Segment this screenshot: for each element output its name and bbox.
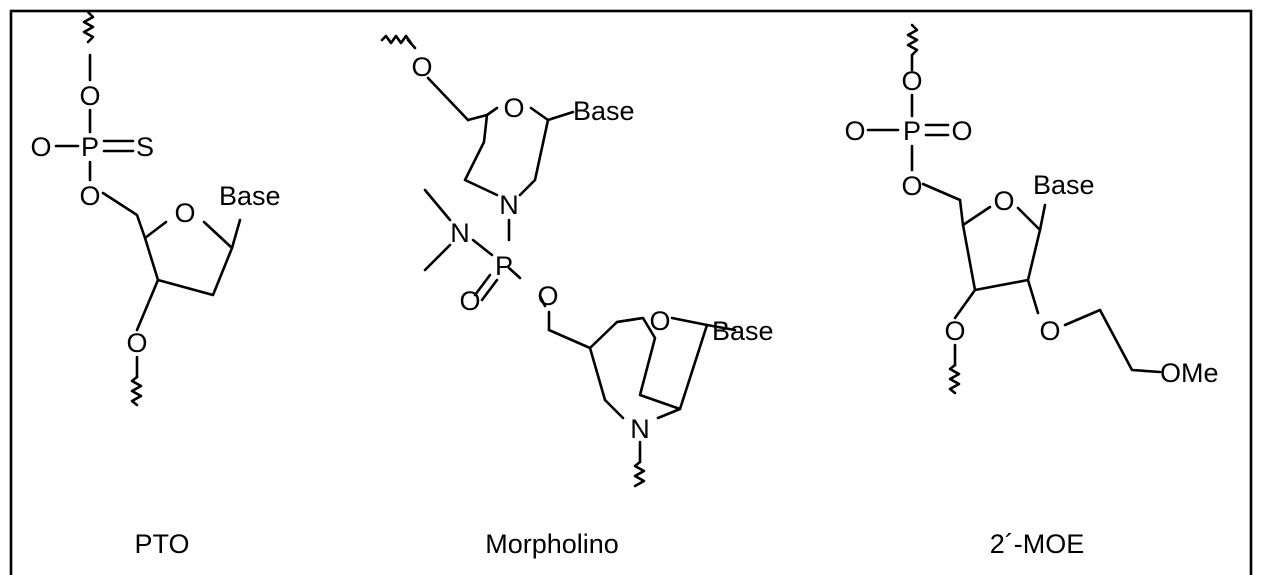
morpholino-wavy-bottom [633,460,646,488]
figure-frame [9,9,1253,575]
morpholino-o-dbl: O [459,286,480,316]
morpholino-base1: Base [573,96,635,126]
morpholino-wavy-top [380,34,413,45]
morpholino-base2: Base [712,316,774,346]
pto-base: Base [219,181,281,211]
moe-wavy-bottom [948,363,961,395]
morpholino-n-dm: N [450,218,470,248]
moe-p: P [903,116,921,146]
pto-s: S [136,132,154,162]
pto-o-left: O [30,132,51,162]
pto-o-top: O [79,81,100,111]
pto-o-link: O [79,181,100,211]
morpholino-structure: O O Base N N P O O O Base N Morpholino [380,34,774,559]
morpholino-p: P [495,251,513,281]
pto-o-3: O [126,328,147,358]
moe-o-link: O [901,171,922,201]
moe-o-ring: O [993,186,1014,216]
moe-o-left: O [844,116,865,146]
moe-structure: O O P O O O Base O O OMe 2´-MOE [844,23,1219,559]
morpholino-o-top: O [411,52,432,82]
pto-p: P [81,132,99,162]
moe-o-3: O [944,316,965,346]
morpholino-o-ring1: O [503,93,524,123]
moe-o-2: O [1039,316,1060,346]
moe-caption: 2´-MOE [990,529,1085,559]
pto-wavy-top [82,10,95,44]
morpholino-n-ring1: N [499,190,519,220]
morpholino-o-ring2: O [649,306,670,336]
moe-ome: OMe [1160,358,1219,388]
moe-base: Base [1033,170,1095,200]
moe-o-right: O [951,116,972,146]
pto-o-ring: O [174,198,195,228]
morpholino-o-p: O [537,281,558,311]
moe-wavy-top [906,23,919,57]
pto-structure: O P O S O O Base O PTO [30,10,281,559]
pto-wavy-bottom [130,375,143,407]
pto-caption: PTO [134,529,189,559]
moe-o-top: O [901,66,922,96]
morpholino-caption: Morpholino [485,529,619,559]
morpholino-n-ring2: N [630,414,650,444]
